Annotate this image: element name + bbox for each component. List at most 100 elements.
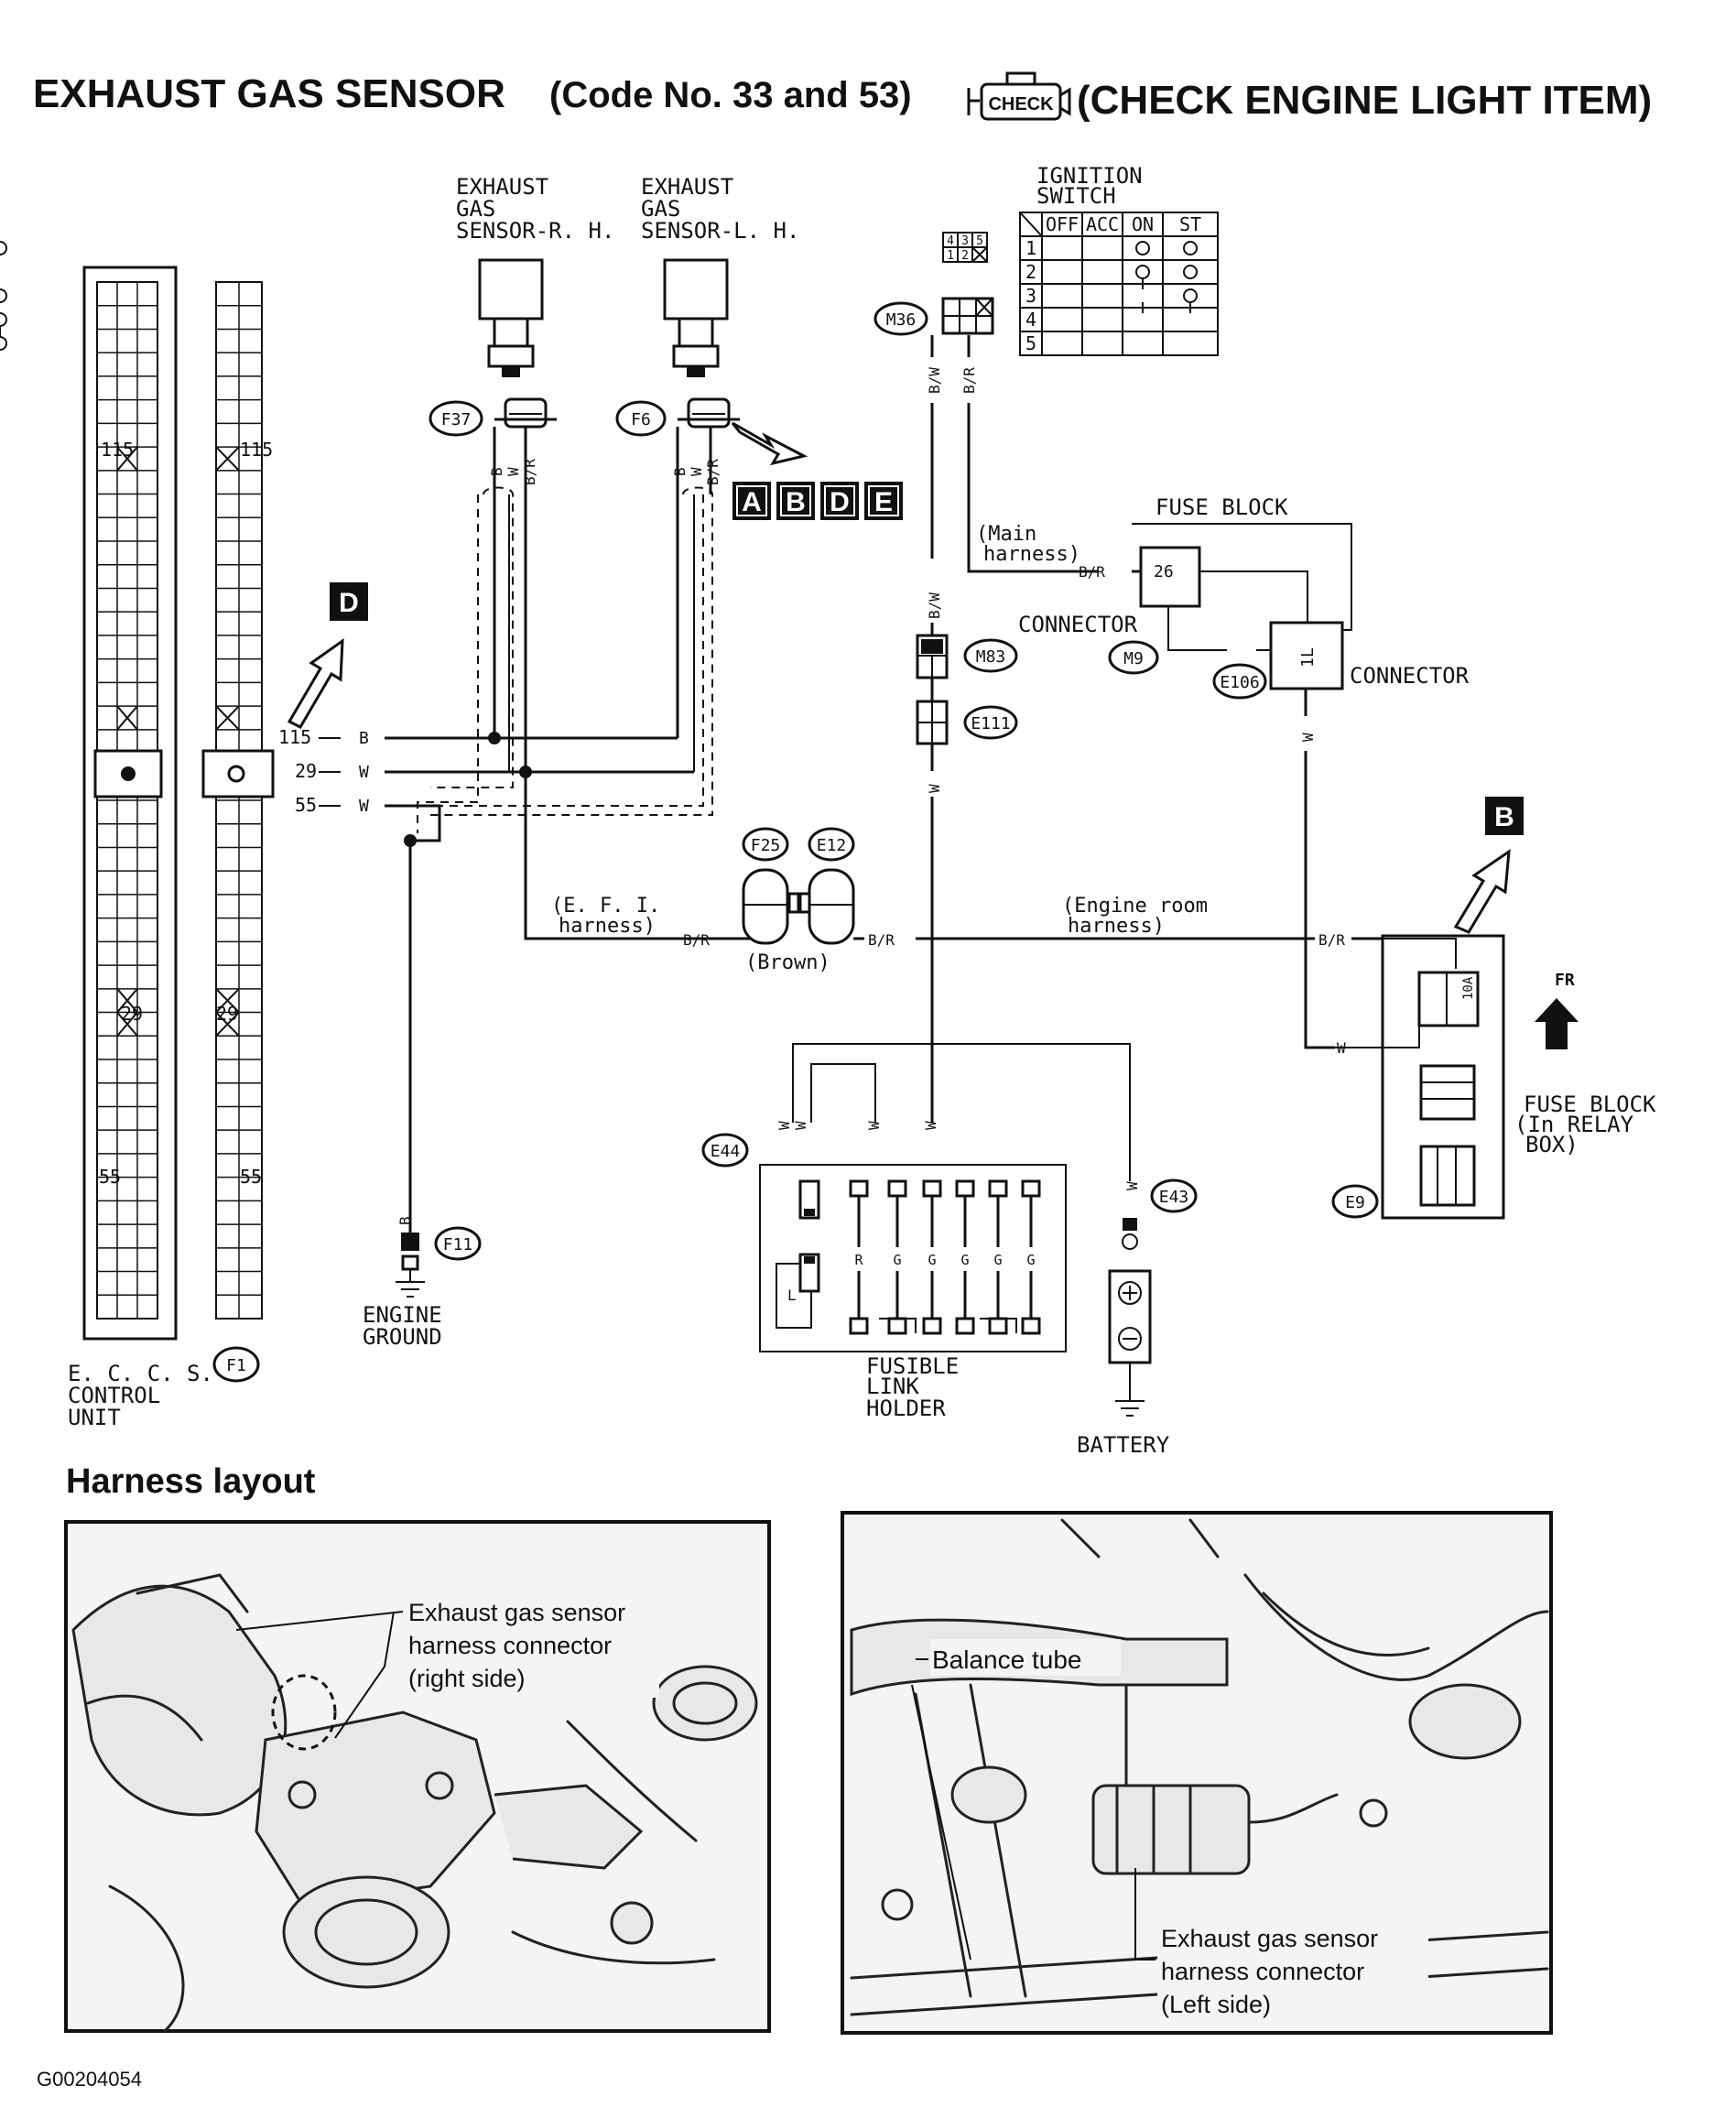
ign-terminal-number: 2 — [961, 249, 969, 263]
engine-ground-line1: ENGINE — [363, 1302, 442, 1328]
ref-box-inner — [736, 485, 767, 516]
unused-terminal-mark — [116, 1011, 138, 1037]
fuse-link-top — [922, 1179, 942, 1198]
fuse-link-bottom — [922, 1317, 942, 1335]
battery-label: BATTERY — [1077, 1432, 1170, 1458]
fusible-line2: LINK — [866, 1374, 919, 1399]
m83-wire-bw: B/W — [926, 592, 943, 619]
ign-contact — [1135, 265, 1150, 279]
terminal-29-label: 29 — [295, 760, 317, 782]
connector-e12-label: E12 — [817, 836, 847, 855]
fuse-link-label: R — [854, 1252, 863, 1268]
ign-contact — [1135, 241, 1150, 255]
connector-f6: F6 — [615, 397, 740, 437]
fuse-block-top: FUSE BLOCK 26 1L (Main harness) B/R CONN… — [976, 494, 1470, 1049]
ref-box — [864, 482, 903, 520]
engine-room-line2: harness) — [1068, 915, 1165, 938]
eccs-terminal-115-right: 115 — [240, 439, 273, 461]
ign-header: ACC — [1086, 213, 1119, 235]
fuse-link-label-bg — [990, 1247, 1006, 1271]
connector-e44-label: E44 — [711, 1142, 741, 1161]
relay-wire-br: B/R — [1318, 931, 1345, 949]
exhaust-gas-sensor-rh: EXHAUST GAS SENSOR-R. H. — [456, 174, 614, 377]
eccs-label-line2: CONTROL — [68, 1383, 160, 1408]
ign-terminal-unused — [971, 246, 988, 263]
ign-header: OFF — [1046, 213, 1079, 235]
left-callout-line1: Exhaust gas sensor — [408, 1599, 625, 1626]
battery-wire-w: W — [1123, 1181, 1141, 1190]
ign-contact — [0, 288, 7, 303]
unused-terminal-mark — [116, 988, 138, 1014]
unused-terminal-mark — [215, 988, 240, 1014]
connector-f11-label: F11 — [443, 1235, 473, 1255]
fuse-link-cap-fill — [804, 1209, 815, 1216]
lh-wire-b: B — [671, 467, 689, 476]
ref-d-text: D — [339, 588, 359, 618]
ign-terminal-number: 5 — [976, 234, 983, 248]
fuse-10a-label: 10A — [1461, 976, 1476, 1000]
connector-e111: E111 — [916, 700, 1018, 745]
engine-room-line1: (Engine room — [1062, 895, 1208, 918]
left-callout-line3: (right side) — [408, 1665, 526, 1692]
fuse-link-label: G — [893, 1252, 901, 1268]
main-harness-line1: (Main — [976, 523, 1036, 546]
fuse-link-cap-fill — [804, 1256, 815, 1264]
fl-wire-w2: W — [792, 1121, 809, 1130]
fuse-block-top-label: FUSE BLOCK — [1156, 494, 1288, 520]
fuse-link-bottom — [849, 1317, 869, 1335]
connector-e111-label: E111 — [971, 714, 1010, 733]
ign-wire-bw: B/W — [926, 367, 943, 394]
fuse-link-label-bg — [889, 1247, 906, 1271]
connector-e106-label: E106 — [1220, 673, 1259, 692]
check-engine-icon: CHECK — [967, 71, 1071, 121]
balance-tube-label: Balance tube — [932, 1646, 1081, 1674]
fl-wire-w4: W — [922, 1121, 939, 1130]
fuse-link-label-bg — [924, 1247, 940, 1271]
fuse-link-bracket — [776, 1263, 812, 1329]
wire-w-55: W — [359, 797, 369, 816]
rh-wire-br: B/R — [521, 459, 538, 485]
fuse-relay-line3: BOX) — [1525, 1132, 1579, 1157]
title-code: (Code No. 33 and 53) — [549, 75, 912, 115]
eccs-terminal-29-right: 29 — [216, 1003, 238, 1025]
eccs-terminal-55-right: 55 — [240, 1166, 262, 1188]
eccs-terminal-115-left: 115 — [101, 439, 134, 461]
connector-m9-label: M9 — [1123, 649, 1144, 668]
fuse-link-label: G — [993, 1252, 1002, 1268]
ref-box-inner — [824, 485, 855, 516]
ign-header: ST — [1179, 213, 1201, 235]
unused-terminal-mark — [215, 1011, 240, 1037]
fuse-relay-line1: FUSE BLOCK — [1524, 1092, 1656, 1117]
lh-wire-br: B/R — [704, 459, 722, 485]
ign-row-label: 4 — [1025, 309, 1036, 331]
fuse-link-label-bg — [1023, 1247, 1039, 1271]
fuse-link-bottom — [887, 1317, 907, 1335]
brown-label: (Brown) — [745, 951, 830, 974]
connector-f6-label: F6 — [631, 410, 651, 429]
ignition-title-line2: SWITCH — [1036, 183, 1116, 209]
fr-arrow-icon: FR — [1535, 971, 1579, 1049]
fuse-wire-w: W — [1299, 733, 1317, 742]
fuse-link-label: G — [960, 1252, 969, 1268]
connector-f25-e12: F25 E12 — [742, 827, 855, 945]
ign-terminal-number: 1 — [947, 249, 954, 263]
right-connector-highlight — [271, 1674, 337, 1751]
wire-b-115: B — [359, 729, 369, 748]
fuse-link-top — [988, 1179, 1008, 1198]
wire-w-29: W — [359, 763, 369, 782]
ref-box — [820, 482, 859, 520]
fusible-line1: FUSIBLE — [866, 1353, 959, 1379]
eccs-label-line1: E. C. C. S. — [68, 1361, 213, 1386]
ign-contact — [0, 241, 7, 255]
fl-wire-w3: W — [865, 1121, 883, 1130]
fuse-link-top — [955, 1179, 975, 1198]
ref-d-arrow: D — [287, 582, 368, 729]
ign-row-label: 2 — [1025, 261, 1036, 283]
fuse-relay-line2: (In RELAY — [1514, 1112, 1634, 1137]
